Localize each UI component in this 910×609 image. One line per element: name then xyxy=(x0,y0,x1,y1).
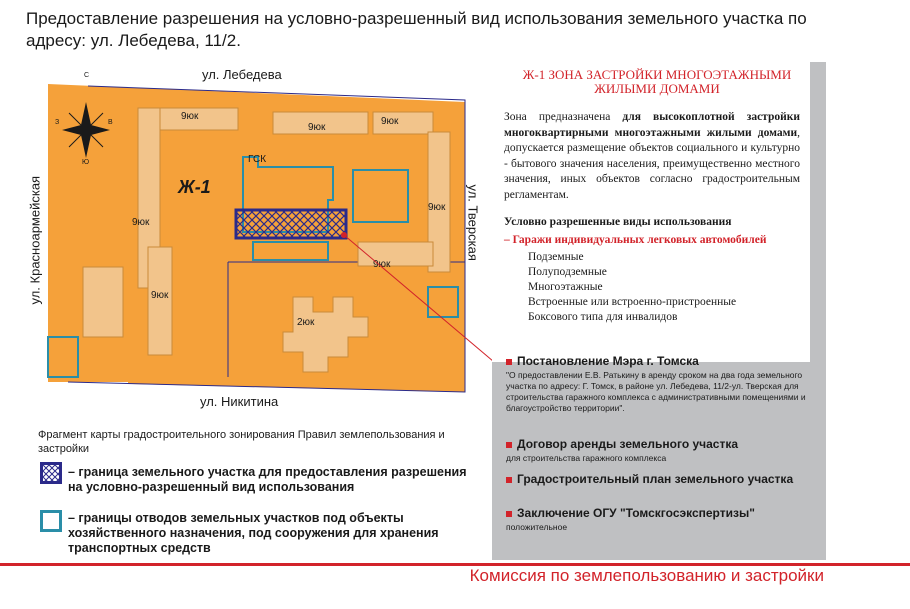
building xyxy=(282,296,369,373)
street-top: ул. Лебедева xyxy=(202,67,282,82)
map-canvas xyxy=(28,52,466,417)
buildings xyxy=(82,107,451,373)
uses-sub-item: Встроенные или встроенно-пристроенные xyxy=(528,296,737,308)
building xyxy=(372,111,434,135)
building-label: 9юк xyxy=(373,259,391,270)
uses-main: – Гаражи индивидуальных легковых автомоб… xyxy=(504,234,767,246)
footer-rule xyxy=(0,563,910,566)
building xyxy=(147,246,173,356)
document-decree: Постановление Мэра г. Томска "О предоста… xyxy=(506,354,806,413)
building-label: 9юк xyxy=(428,202,446,213)
uses-heading: Условно разрешенные виды использования xyxy=(504,216,732,228)
garage-plot xyxy=(352,169,409,223)
document-lease: Договор аренды земельного участка для ст… xyxy=(506,437,739,463)
building xyxy=(357,241,434,267)
compass-s: Ю xyxy=(82,159,90,166)
uses-sub-item: Подземные xyxy=(528,251,584,263)
garage-plot xyxy=(47,336,79,378)
legend-caption: Фрагмент карты градостроительного зониро… xyxy=(38,429,445,455)
compass-w: З xyxy=(55,119,60,126)
building xyxy=(427,131,451,273)
plot-outline-icon xyxy=(40,510,62,532)
legend-item-parcel: – граница земельного участка для предост… xyxy=(68,465,467,494)
hatched-parcel-icon xyxy=(40,462,62,484)
building-label: 9юк xyxy=(151,290,169,301)
subject-parcel xyxy=(234,208,348,240)
bullet-icon xyxy=(506,441,512,448)
bullet-icon xyxy=(506,476,512,483)
uses-sub-item: Боксового типа для инвалидов xyxy=(528,311,678,323)
zone-label: Ж-1 xyxy=(178,177,211,197)
building-label: 9юк xyxy=(308,122,326,133)
uses-sub-item: Полуподземные xyxy=(528,266,607,278)
garage-plot xyxy=(427,286,459,318)
building xyxy=(82,266,124,338)
zone-title: Ж-1 ЗОНА ЗАСТРОЙКИ МНОГОЭТАЖНЫМИ ЖИЛЫМИ … xyxy=(522,67,792,96)
uses-sub-item: Многоэтажные xyxy=(528,281,603,293)
document-plan: Градостроительный план земельного участк… xyxy=(506,472,821,486)
street-bottom: ул. Никитина xyxy=(200,394,279,409)
compass-e: В xyxy=(108,119,113,126)
bullet-icon xyxy=(506,358,512,365)
building-label: 9юк xyxy=(132,217,150,228)
footer-commission: Комиссия по землепользованию и застройки xyxy=(469,566,824,585)
compass-icon xyxy=(62,102,110,158)
bullet-icon xyxy=(506,510,512,517)
right-panel: Ж-1 ЗОНА ЗАСТРОЙКИ МНОГОЭТАЖНЫМИ ЖИЛЫМИ … xyxy=(492,62,826,560)
page-title: Предоставление разрешения на условно-раз… xyxy=(26,9,807,50)
zone-card: Ж-1 ЗОНА ЗАСТРОЙКИ МНОГОЭТАЖНЫМИ ЖИЛЫМИ … xyxy=(492,62,810,362)
legend-item-plots: – границы отводов земельных участков под… xyxy=(68,511,439,555)
document-expertise: Заключение ОГУ "Томскгосэкспертизы" поло… xyxy=(506,506,755,532)
garage-plot xyxy=(252,241,329,261)
zoning-map: С Ю З В 9юк 9юк 9юк 9юк 9юк 9юк 9юк 2юк … xyxy=(28,52,488,417)
building-label: ГСК xyxy=(248,154,267,165)
building-label: 9юк xyxy=(381,116,399,127)
building-label: 9юк xyxy=(181,111,199,122)
compass-n: С xyxy=(84,72,90,79)
building xyxy=(272,111,369,135)
zone-description: Зона предназначена для высокоплотной зас… xyxy=(504,111,800,201)
building-label: 2юк xyxy=(297,317,315,328)
